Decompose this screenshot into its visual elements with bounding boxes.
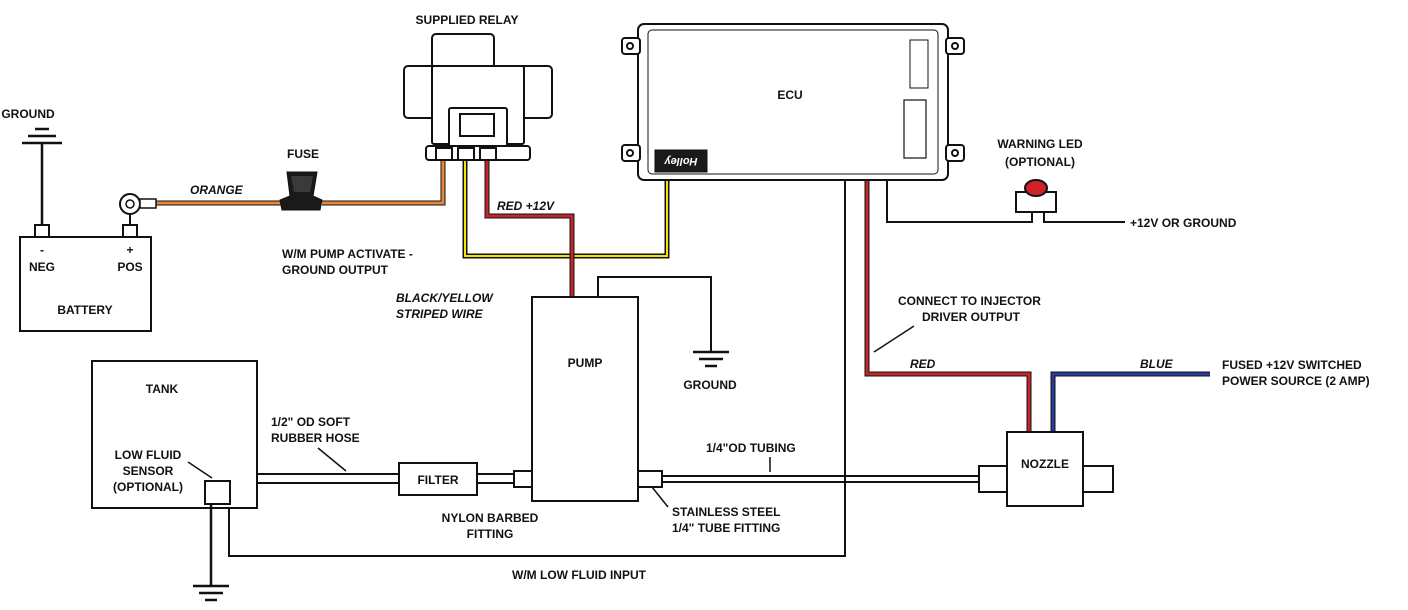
pump-label: PUMP	[568, 356, 603, 370]
battery-label: BATTERY	[57, 303, 112, 317]
warning-led-label-line2: (OPTIONAL)	[1005, 155, 1075, 169]
warning-led-label-line1: WARNING LED	[997, 137, 1083, 151]
fuse-label: FUSE	[287, 147, 319, 161]
warning-led-wire	[886, 180, 1033, 223]
ring-terminal	[119, 193, 157, 225]
hose-leader	[317, 447, 347, 472]
warning-led	[1015, 179, 1057, 213]
ecu-label: ECU	[777, 88, 802, 102]
battery	[19, 224, 152, 332]
relay-label: SUPPLIED RELAY	[416, 13, 519, 27]
plus12-or-ground-label: +12V OR GROUND	[1130, 216, 1237, 230]
pump-body	[531, 296, 639, 502]
filter-body	[398, 462, 478, 496]
low-fluid-input-label: W/M LOW FLUID INPUT	[512, 568, 647, 582]
blue-wire-label: BLUE	[1140, 357, 1174, 371]
led-output-wire	[1043, 212, 1125, 223]
stainless-label-line1: STAINLESS STEEL	[672, 505, 780, 519]
low-fluid-label-line1: LOW FLUID	[115, 448, 182, 462]
battery-ground-symbol	[22, 127, 62, 225]
low-fluid-sensor	[204, 480, 231, 505]
pump-ground-label: GROUND	[683, 378, 737, 392]
filter-label: FILTER	[417, 473, 458, 487]
blue-power-wire	[1050, 371, 1210, 432]
ecu-brand-logo: Holley	[664, 155, 698, 167]
pump-ground-wire	[597, 276, 712, 352]
red-injector-wire	[864, 180, 1032, 432]
tank-label: TANK	[146, 382, 179, 396]
stainless-tube-fitting	[637, 470, 663, 488]
ecu-module	[621, 23, 965, 181]
battery-pos-sign: +	[126, 243, 133, 257]
nozzle	[978, 431, 1114, 507]
tubing-label: 1/4"OD TUBING	[706, 441, 796, 455]
black-yellow-wire	[462, 160, 670, 259]
tank-ground-symbol	[193, 504, 229, 602]
od-tubing	[663, 475, 979, 483]
pump-activate-label-line1: W/M PUMP ACTIVATE -	[282, 247, 413, 261]
battery-neg-sign: -	[40, 243, 44, 257]
nylon-label-line1: NYLON BARBED	[442, 511, 539, 525]
connect-injector-label-line2: DRIVER OUTPUT	[922, 310, 1021, 324]
fuse	[279, 171, 323, 211]
fused-power-label-line2: POWER SOURCE (2 AMP)	[1222, 374, 1370, 388]
battery-neg-label: NEG	[29, 260, 55, 274]
pump-activate-label-line2: GROUND OUTPUT	[282, 263, 389, 277]
orange-wire-label: ORANGE	[190, 183, 244, 197]
red-12v-label: RED +12V	[497, 199, 555, 213]
fused-power-label-line1: FUSED +12V SWITCHED	[1222, 358, 1362, 372]
injector-leader	[873, 325, 915, 353]
red-12v-wire	[484, 160, 575, 297]
black-yellow-label-line2: STRIPED WIRE	[396, 307, 484, 321]
nylon-barbed-fitting	[513, 470, 533, 488]
connect-injector-label-line1: CONNECT TO INJECTOR	[898, 294, 1041, 308]
orange-wire	[155, 160, 446, 206]
black-yellow-label-line1: BLACK/YELLOW	[396, 291, 494, 305]
nylon-label-line2: FITTING	[467, 527, 514, 541]
low-fluid-input-wire	[228, 180, 846, 557]
hose-label-line2: RUBBER HOSE	[271, 431, 360, 445]
nozzle-label: NOZZLE	[1021, 457, 1069, 471]
rubber-hose	[257, 473, 514, 484]
sensor-leader	[187, 461, 213, 479]
battery-pos-label: POS	[117, 260, 142, 274]
low-fluid-label-line2: SENSOR	[123, 464, 174, 478]
hose-label-line1: 1/2" OD SOFT	[271, 415, 351, 429]
stainless-leader	[651, 486, 669, 508]
supplied-relay	[403, 33, 553, 161]
low-fluid-label-line3: (OPTIONAL)	[113, 480, 183, 494]
battery-ground-label: GROUND	[1, 107, 55, 121]
stainless-label-line2: 1/4" TUBE FITTING	[672, 521, 780, 535]
pump-ground-symbol	[693, 350, 729, 368]
red-wire-label: RED	[910, 357, 936, 371]
